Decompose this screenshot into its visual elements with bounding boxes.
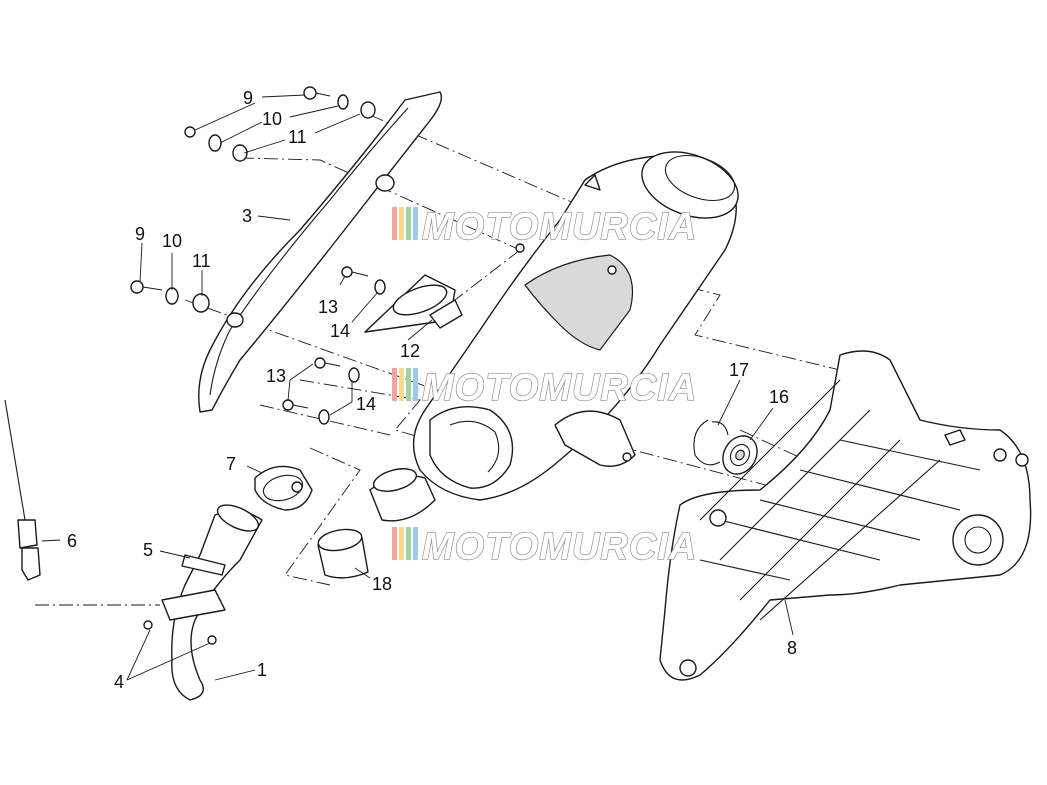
watermark-text: MOTOMURCIA [422,367,697,409]
callout-label: 8 [787,638,797,658]
watermark-stripe-1 [392,368,397,401]
callout-label: 17 [729,360,749,380]
callout-label: 10 [262,109,282,129]
watermark-stripe-2 [399,207,404,240]
watermark-stripe-4 [413,527,418,560]
heat-shield [198,91,443,413]
callout-label: 5 [143,540,153,560]
muffler [412,151,739,501]
watermark-text: MOTOMURCIA [422,526,697,568]
watermark-stripe-1 [392,527,397,560]
callout-label: 6 [67,531,77,551]
callout-labels: 9 10 11 3 9 10 11 13 14 12 13 14 7 5 6 4… [67,88,797,692]
exhaust-pipe-1 [161,504,263,701]
bearing-16 [722,435,758,475]
watermark-stripe-1 [392,207,397,240]
circlip-17 [693,419,729,466]
watermark-text: MOTOMURCIA [422,206,697,248]
watermark-bottom: MOTOMURCIA [392,525,697,569]
leader-lines [41,94,794,681]
callout-label: 13 [266,366,286,386]
callout-label: 12 [400,341,420,361]
callout-label: 11 [192,251,211,271]
callout-label: 18 [372,574,392,594]
fasteners [130,86,386,645]
sleeve-18 [317,528,369,579]
watermark-stripe-2 [399,527,404,560]
callout-label: 14 [356,394,376,414]
callout-label: 1 [257,660,267,680]
watermark-top: MOTOMURCIA [392,205,697,249]
lambda-sensor-6 [4,399,41,581]
callout-label: 13 [318,297,338,317]
bracket-12 [364,274,463,333]
support-frame [659,350,1032,681]
clamp-7 [254,465,313,511]
callout-label: 10 [162,231,182,251]
watermark-middle: MOTOMURCIA [392,366,697,410]
watermark-stripe-2 [399,368,404,401]
callout-label: 9 [135,224,145,244]
callout-label: 7 [226,454,236,474]
watermark-stripe-3 [406,207,411,240]
watermark-stripe-3 [406,368,411,401]
callout-label: 11 [288,127,307,147]
watermark-stripe-4 [413,207,418,240]
callout-label: 3 [242,206,252,226]
callout-label: 9 [243,88,253,108]
callout-label: 4 [114,672,124,692]
watermark-stripe-3 [406,527,411,560]
outlet-tube [369,468,436,522]
callout-label: 16 [769,387,789,407]
watermark-stripe-4 [413,368,418,401]
callout-label: 14 [330,321,350,341]
